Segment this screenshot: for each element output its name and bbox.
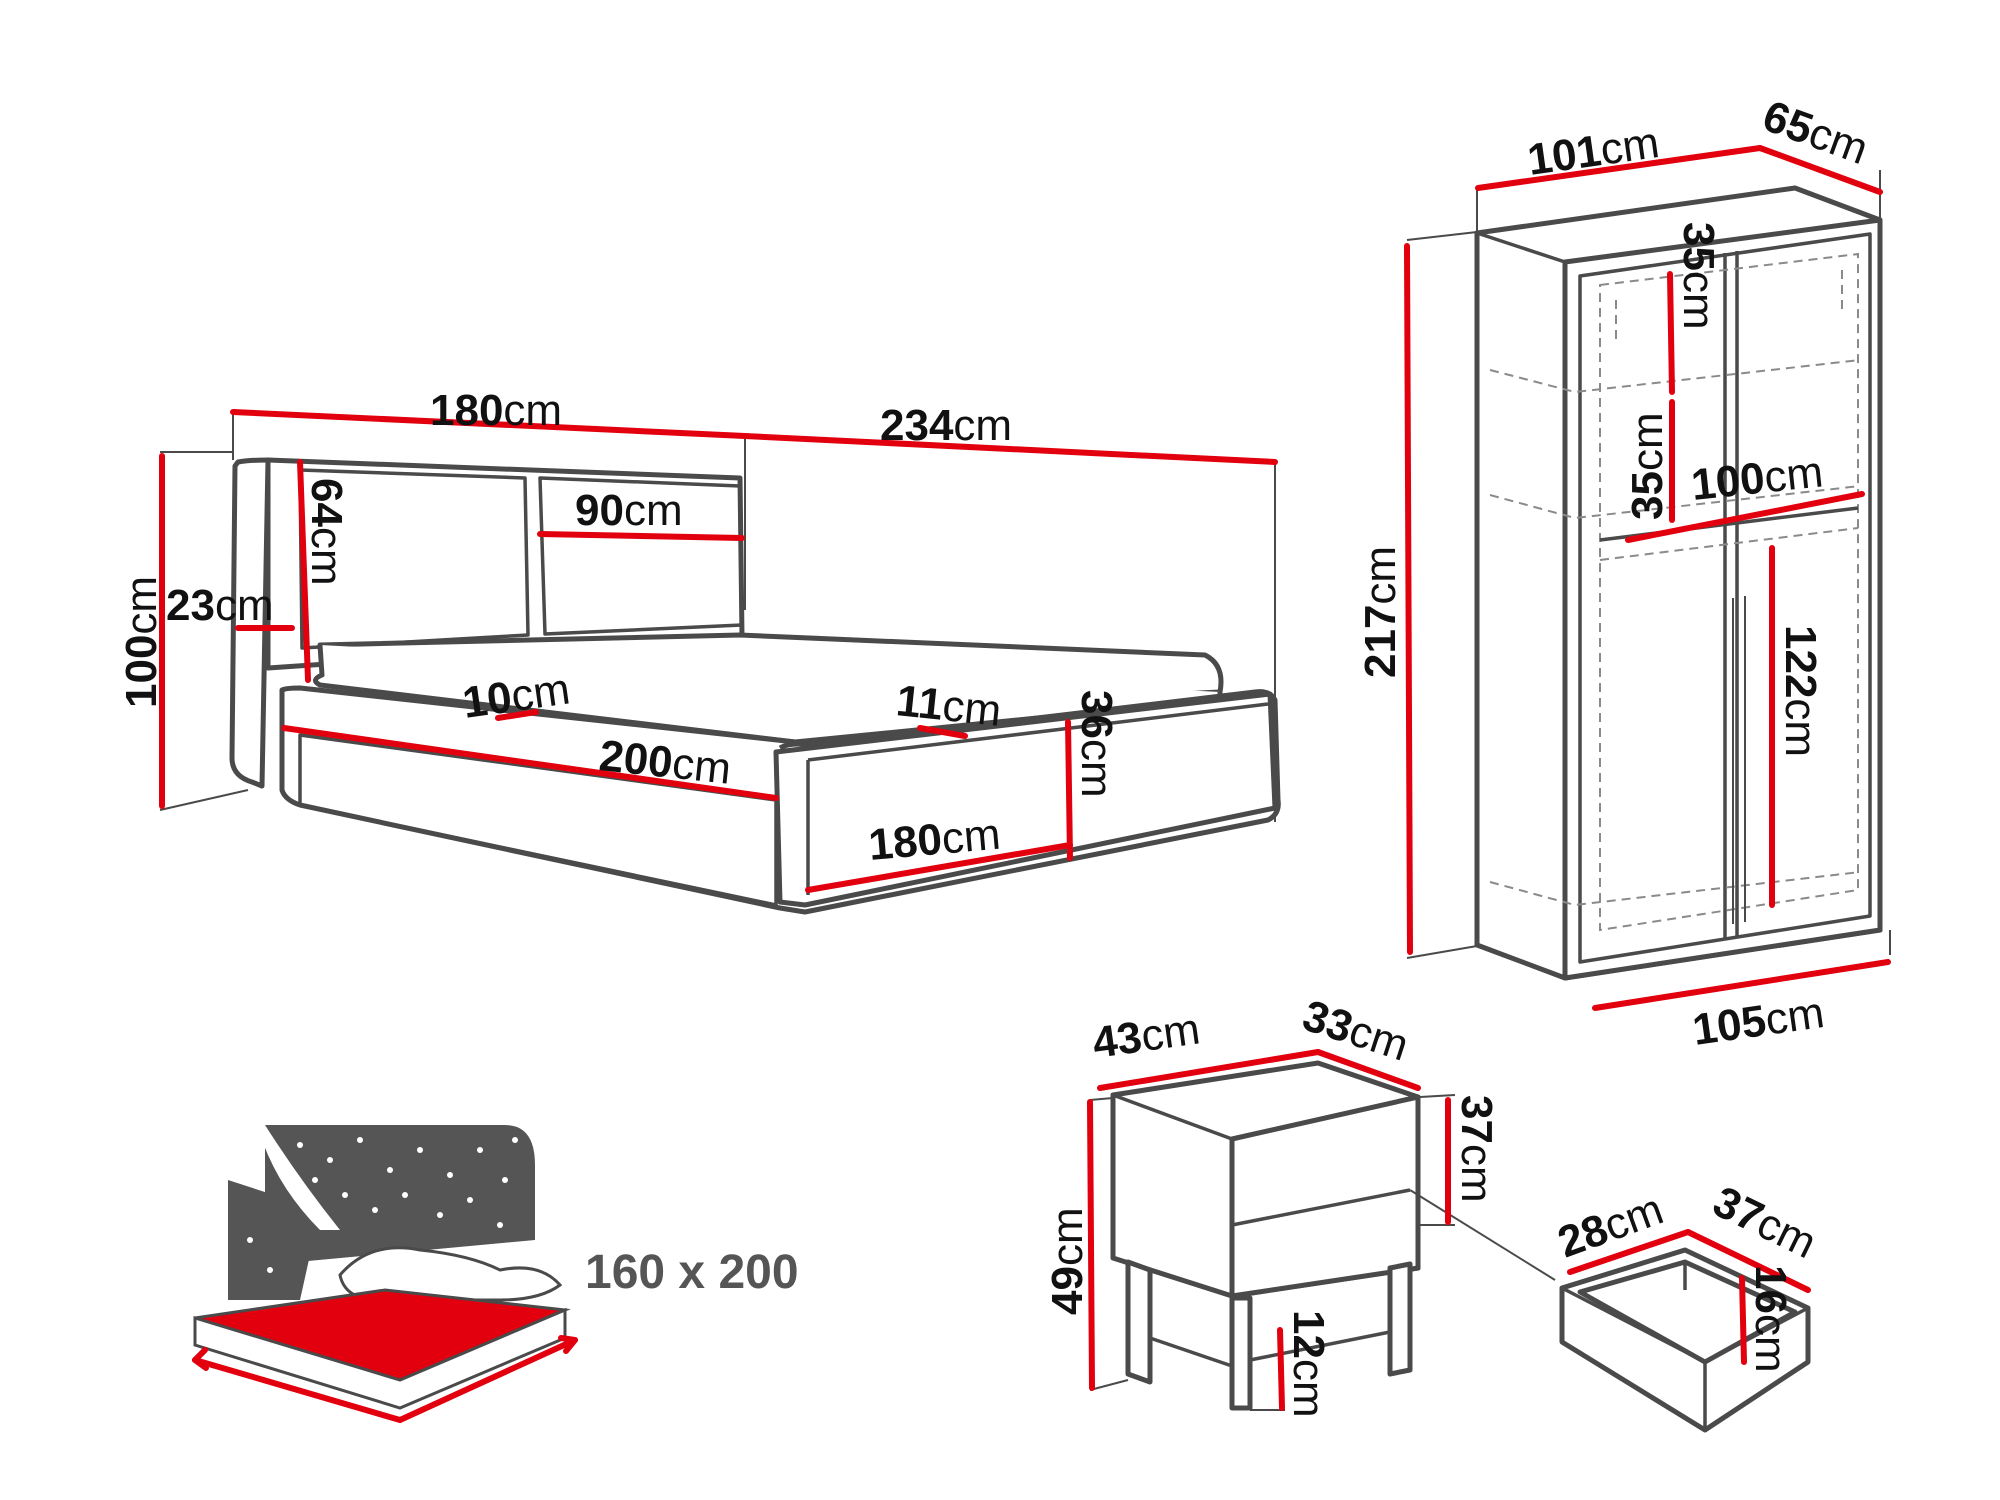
nightstand-dimension-lines [1087, 1049, 1456, 1411]
nightstand-width-label: 43cm [1090, 1004, 1203, 1067]
drawer-width-label: 28cm [1552, 1185, 1670, 1268]
drawer-dimension-lines [1567, 1229, 1811, 1365]
bed-illustration [229, 457, 1281, 915]
wardrobe-dimension-lines [1404, 145, 1891, 1011]
nightstand-leg-height-label: 12cm [1284, 1310, 1333, 1418]
bed-frame-height-label: 36cm [1072, 690, 1121, 798]
bed-right-rail-label: 11cm [894, 676, 1004, 736]
bed-headboard-panel-height-label: 64cm [302, 478, 351, 586]
bed-total-length-label: 234cm [880, 401, 1012, 450]
nightstand-depth-label: 33cm [1297, 991, 1414, 1071]
mattress-size-icon [192, 1125, 578, 1423]
drawer-height-label: 16cm [1746, 1265, 1795, 1373]
wardrobe-width-bottom-label: 105cm [1690, 988, 1828, 1055]
drawer-depth-label: 37cm [1706, 1177, 1824, 1268]
nightstand-total-height-label: 49cm [1043, 1207, 1092, 1315]
nightstand-illustration [1110, 1060, 1556, 1411]
bed-headboard-width-label: 180cm [430, 386, 562, 435]
bed-frame-length-label: 200cm [597, 731, 733, 794]
wardrobe-width-top-label: 101cm [1525, 118, 1663, 185]
wardrobe-lower-shelf-label: 35cm [1623, 412, 1672, 520]
bed-dimension-lines [159, 409, 1278, 893]
mattress-size-label: 160 x 200 [585, 1246, 799, 1299]
wardrobe-upper-shelf-label: 35cm [1674, 222, 1723, 330]
bed-left-rail-label: 10cm [460, 664, 573, 727]
bed-frame-width-label: 180cm [867, 810, 1003, 870]
wardrobe-hanging-height-label: 122cm [1776, 625, 1825, 757]
wardrobe-rail-width-label: 100cm [1689, 447, 1825, 510]
bed-side-panel-label: 23cm [166, 581, 274, 630]
wardrobe-illustration [1474, 185, 1883, 981]
wardrobe-depth-label: 65cm [1757, 91, 1875, 174]
bed-height-label: 100cm [117, 576, 166, 708]
nightstand-drawer-height-label: 37cm [1452, 1095, 1501, 1203]
bed-headboard-panel-width-label: 90cm [575, 486, 683, 535]
wardrobe-height-label: 217cm [1356, 546, 1405, 678]
